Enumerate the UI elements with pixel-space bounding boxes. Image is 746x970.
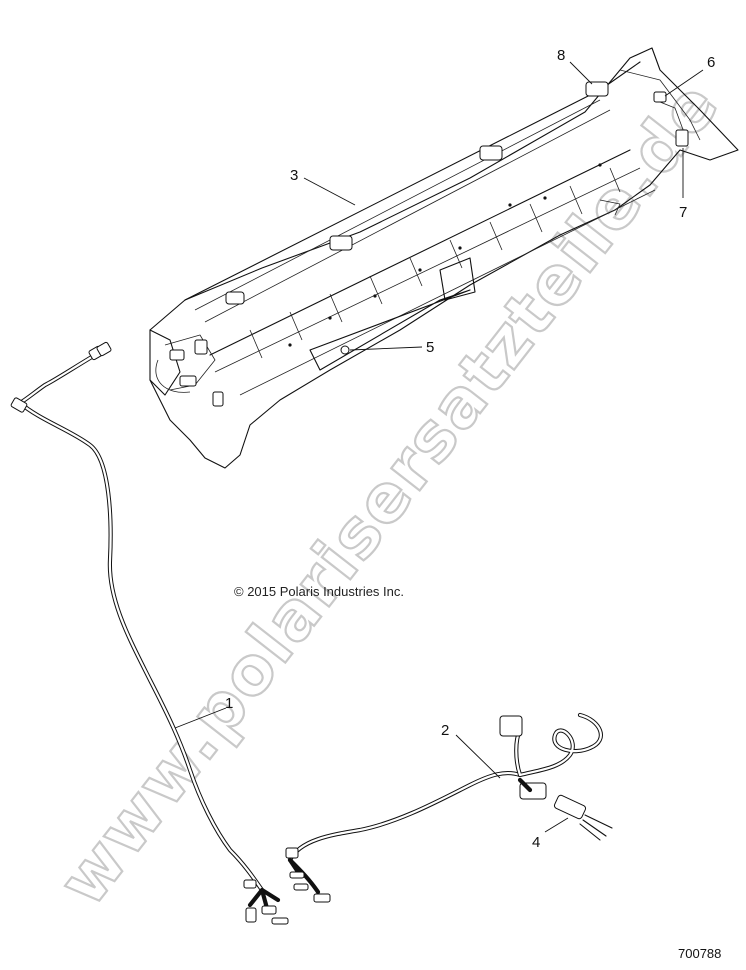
connector-6 <box>653 91 667 103</box>
panel-clip-3 <box>479 145 503 161</box>
callout-3: 3 <box>290 167 298 184</box>
harness-1 <box>10 341 289 925</box>
leader-1 <box>174 707 227 729</box>
callout-2: 2 <box>441 722 449 739</box>
harness-2-end-b <box>289 871 305 879</box>
callout-5: 5 <box>426 339 434 356</box>
harness-2-connector-top <box>499 715 523 737</box>
dash-panel-assembly <box>149 47 739 469</box>
harness-1-clip <box>10 397 28 413</box>
pigtail-4 <box>553 794 613 841</box>
harness-1-end-a <box>243 879 257 889</box>
left-connector-b <box>179 375 197 387</box>
harness-2-end-c <box>293 883 309 891</box>
callout-1: 1 <box>225 695 233 712</box>
panel-clip-2 <box>329 235 353 251</box>
harness-2-end-a <box>285 847 299 859</box>
left-connector-c <box>194 339 208 355</box>
diagram-part-number: 700788 <box>678 946 721 961</box>
leader-3 <box>303 177 356 206</box>
left-clip <box>212 391 224 407</box>
harness-2-end-d <box>313 893 331 903</box>
leader-lines <box>174 61 704 833</box>
connector-7 <box>675 129 689 147</box>
pigtail-4-body <box>553 794 587 820</box>
callout-8: 8 <box>557 47 565 64</box>
callout-4: 4 <box>532 834 540 851</box>
harness-1-plug-b <box>96 341 112 357</box>
leader-2 <box>455 734 501 779</box>
copyright-text: © 2015 Polaris Industries Inc. <box>234 584 404 599</box>
panel-clip-1 <box>225 291 245 305</box>
leader-4 <box>544 817 569 833</box>
panel-clip-8 <box>585 81 609 97</box>
leader-5 <box>349 346 423 351</box>
leader-8 <box>569 61 593 85</box>
left-connector-a <box>169 349 185 361</box>
callout-7: 7 <box>679 204 687 221</box>
harness-2 <box>285 712 603 903</box>
watermark-text: www.polarisersatzteile.de <box>44 67 734 920</box>
callout-6: 6 <box>707 54 715 71</box>
callout-labels: 3 5 8 6 7 1 2 4 <box>225 47 715 851</box>
harness-1-end-d <box>245 907 257 923</box>
harness-1-end-c <box>271 917 289 925</box>
leader-6 <box>664 69 704 97</box>
fastener-5 <box>340 345 350 355</box>
harness-1-end-b <box>261 905 277 915</box>
